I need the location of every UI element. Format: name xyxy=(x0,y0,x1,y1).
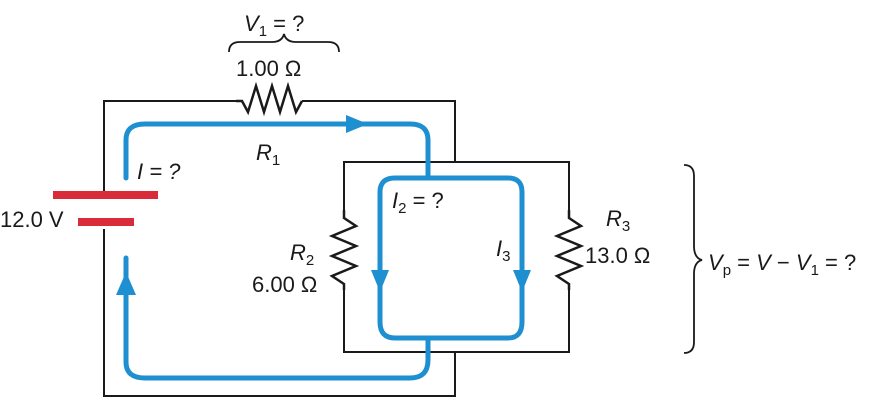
outer-wire xyxy=(103,100,456,397)
current-arrows xyxy=(116,115,531,295)
battery-positive-plate xyxy=(53,191,158,199)
r3-label: R3 xyxy=(606,206,630,235)
r1-voltage-label: V1 = ? xyxy=(244,11,304,40)
parallel-wires xyxy=(343,161,570,353)
i2-label: I2 = ? xyxy=(392,188,444,217)
r1-label: R1 xyxy=(256,140,280,169)
r2-label: R2 xyxy=(290,240,314,269)
current-path-main xyxy=(123,121,431,181)
total-current-label: I = ? xyxy=(137,159,181,184)
resistor-r1 xyxy=(236,81,304,117)
r1-value: 1.00 Ω xyxy=(236,56,301,81)
brace-right xyxy=(683,164,703,354)
r2-value: 6.00 Ω xyxy=(252,272,317,297)
arrow-down-right-icon xyxy=(513,270,531,292)
brace-top xyxy=(228,33,340,53)
i3-label: I3 xyxy=(496,236,510,265)
current-paths xyxy=(123,121,525,381)
resistor-r2 xyxy=(328,210,360,290)
resistor-r3 xyxy=(553,210,585,290)
battery-voltage: 12.0 V xyxy=(0,207,64,232)
parallel-voltage-equation: Vp = V − V1 = ? xyxy=(708,250,856,279)
current-path-loop xyxy=(377,175,525,341)
battery xyxy=(53,191,158,226)
arrow-right-icon xyxy=(346,115,368,133)
r3-value: 13.0 Ω xyxy=(585,243,650,268)
arrow-up-icon xyxy=(116,272,136,295)
current-path-return xyxy=(123,255,431,381)
battery-negative-plate xyxy=(78,218,134,226)
arrow-down-left-icon xyxy=(371,270,389,292)
